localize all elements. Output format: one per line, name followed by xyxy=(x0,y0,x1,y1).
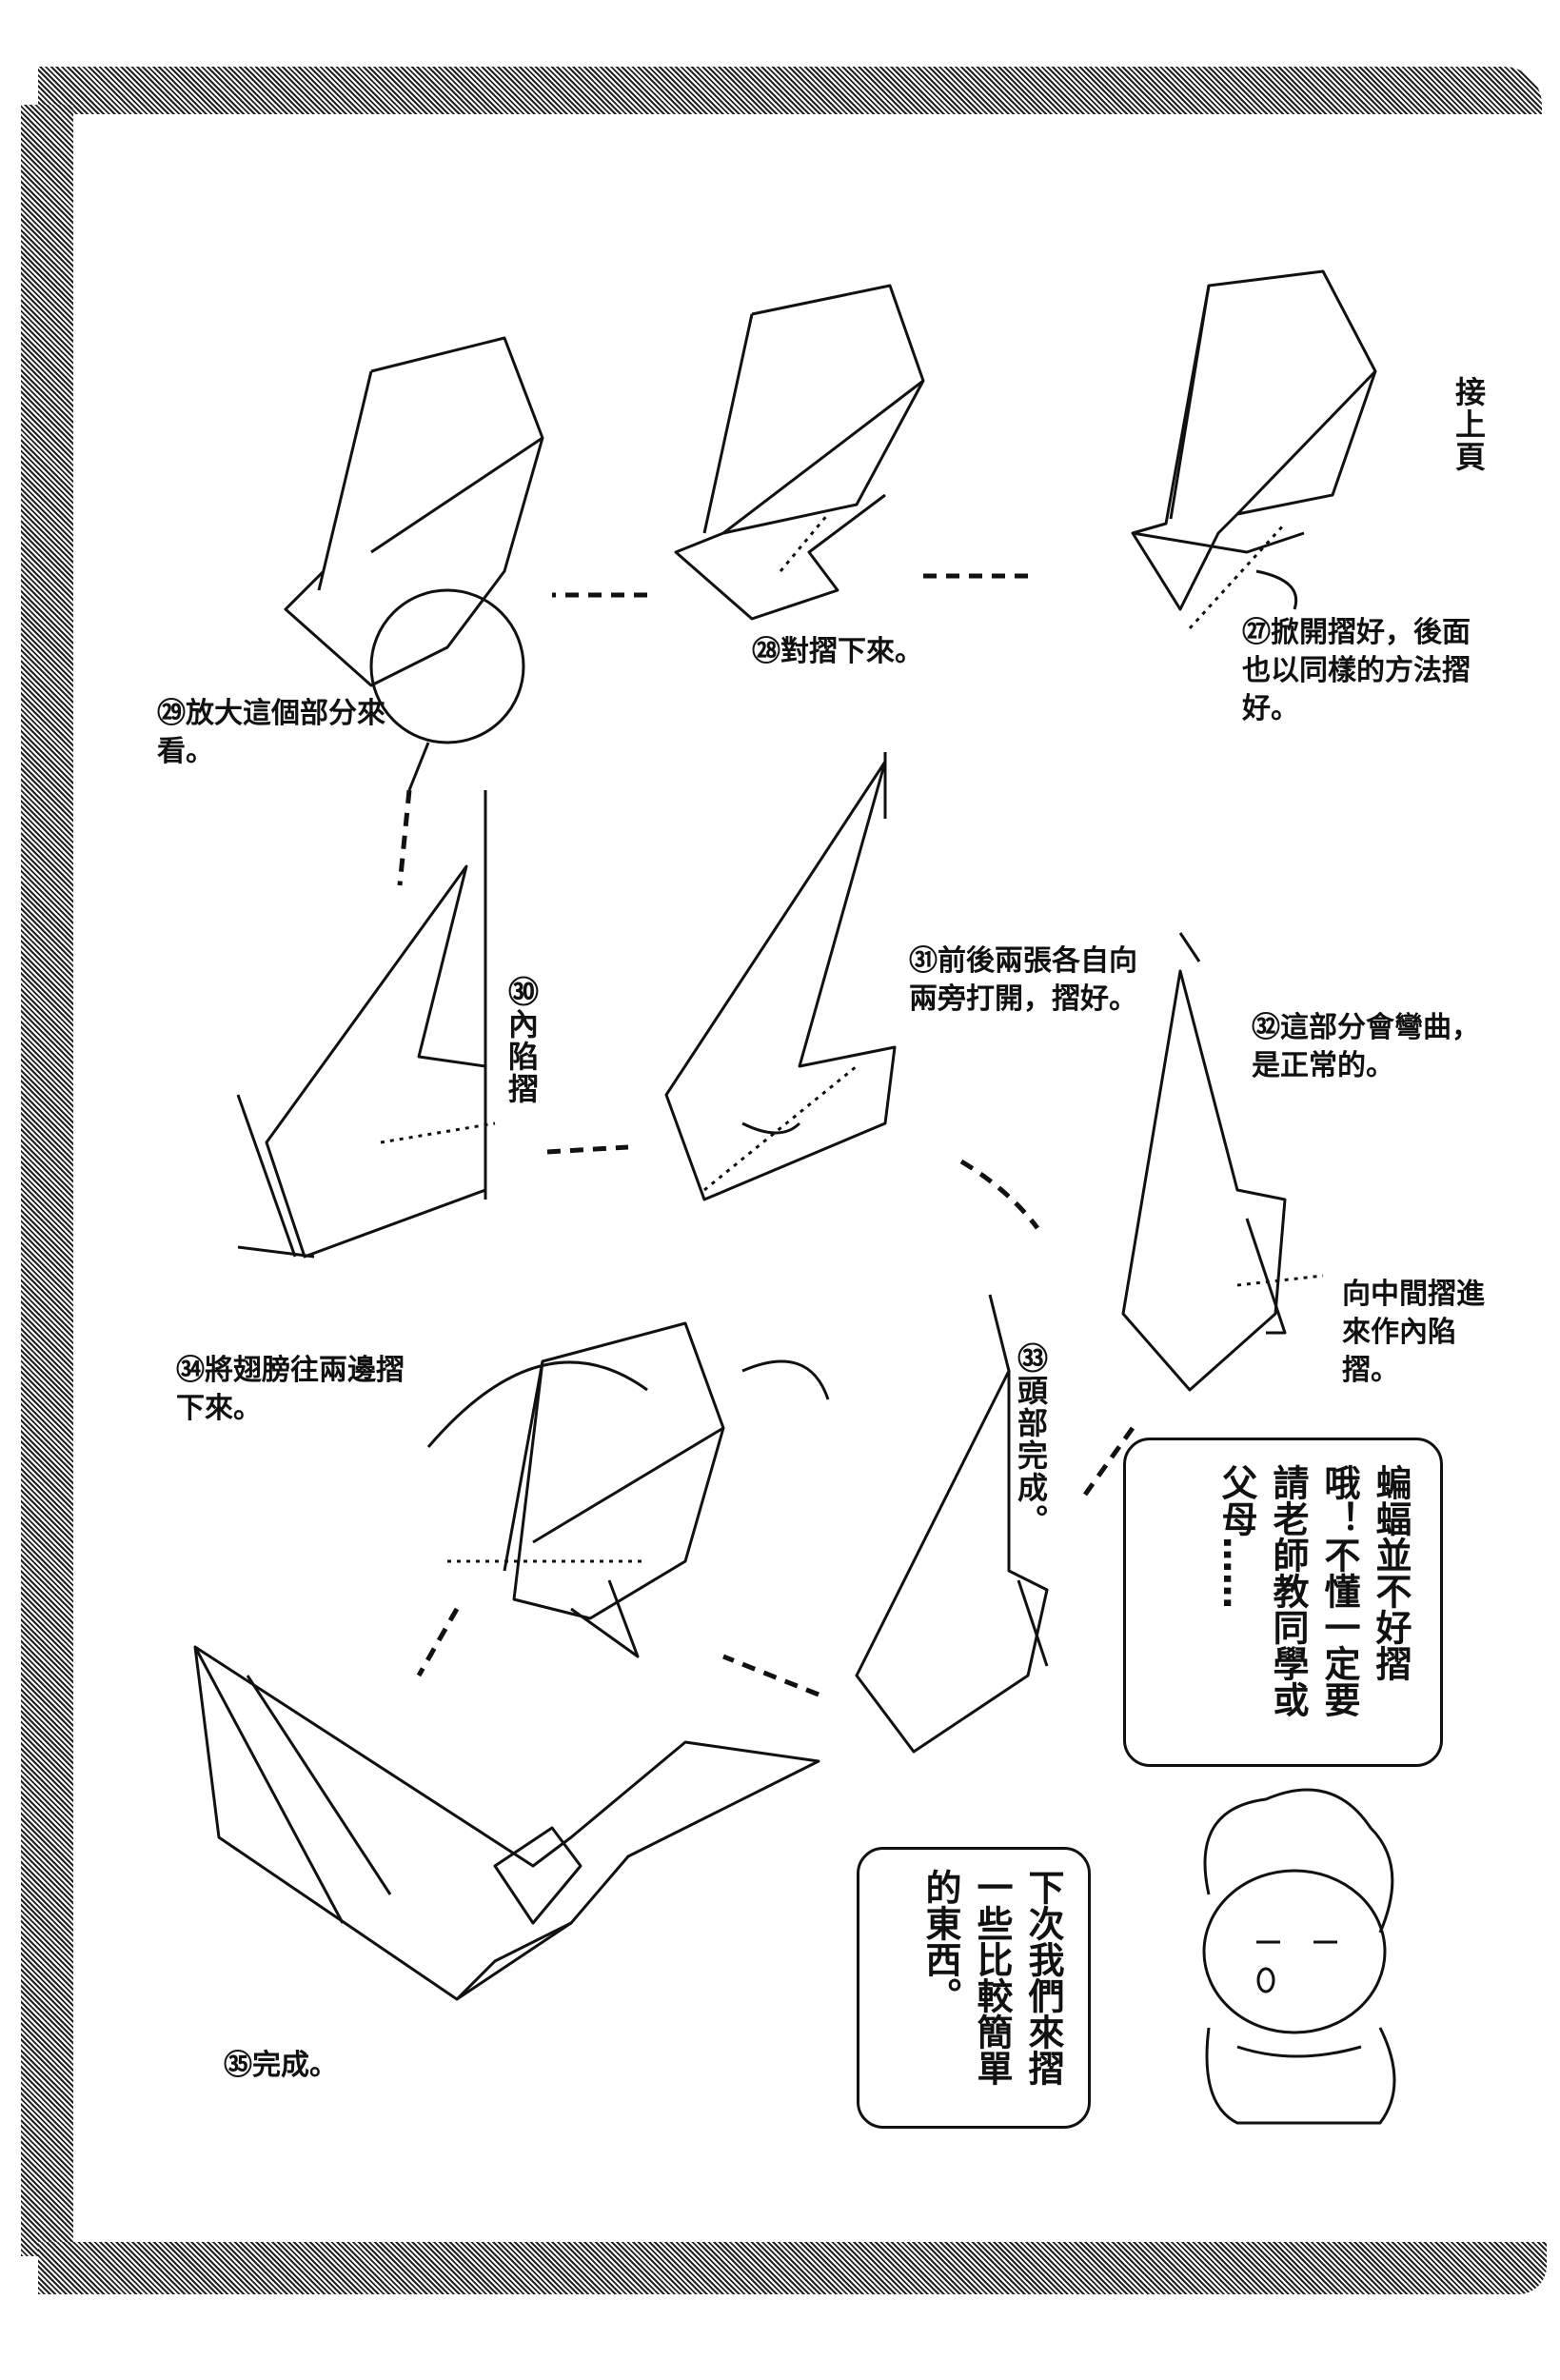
diagram-step-31 xyxy=(664,752,897,1201)
speech-bubble-1-text: 蝙蝠並不好摺哦！不懂一定要請老師教同學或父母…… xyxy=(1215,1464,1412,1717)
step-28-label: ㉘對摺下來。 xyxy=(752,635,923,668)
border-left xyxy=(21,105,73,2256)
border-bottom xyxy=(38,2242,1547,2294)
diagram-step-33 xyxy=(855,1294,1049,1754)
border-top xyxy=(38,67,1542,114)
step-32-note: 向中間摺進來作內陷摺。 xyxy=(1342,1278,1485,1387)
diagram-step-34 xyxy=(426,1321,830,1658)
diagram-step-28 xyxy=(674,284,925,621)
diagram-step-32 xyxy=(1121,932,1324,1392)
step-27-label: ㉗掀開摺好，後面也以同樣的方法摺好。 xyxy=(1242,616,1471,725)
speech-bubble-2-text: 下次我們來摺一些比較簡單的東西。 xyxy=(919,1869,1064,2086)
character-illustration xyxy=(1202,1788,1396,2125)
continue-note: 接上頁 xyxy=(1451,376,1487,473)
step-35-label: ㉟完成。 xyxy=(224,2049,338,2082)
diagram-step-29 xyxy=(284,336,544,791)
diagram-step-27 xyxy=(1131,269,1377,630)
step-29-label: ㉙放大這個部分來看。 xyxy=(157,697,385,768)
step-30-label: ㉚內陷摺 xyxy=(504,976,540,1105)
step-33-label: ㉝頭部完成。 xyxy=(1013,1342,1049,1537)
speech-bubble-2: 下次我們來摺一些比較簡單的東西。 xyxy=(857,1847,1091,2129)
speech-bubble-1: 蝙蝠並不好摺哦！不懂一定要請老師教同學或父母…… xyxy=(1123,1438,1443,1767)
step-32-label: ㉜這部分會彎曲，是正常的。 xyxy=(1252,1011,1480,1082)
diagram-step-30 xyxy=(236,790,496,1259)
step-31-label: ㉛前後兩張各自向兩旁打開，摺好。 xyxy=(909,944,1137,1016)
step-34-label: ㉞將翅膀往兩邊摺下來。 xyxy=(176,1354,405,1425)
diagram-step-35 xyxy=(193,1645,820,2001)
